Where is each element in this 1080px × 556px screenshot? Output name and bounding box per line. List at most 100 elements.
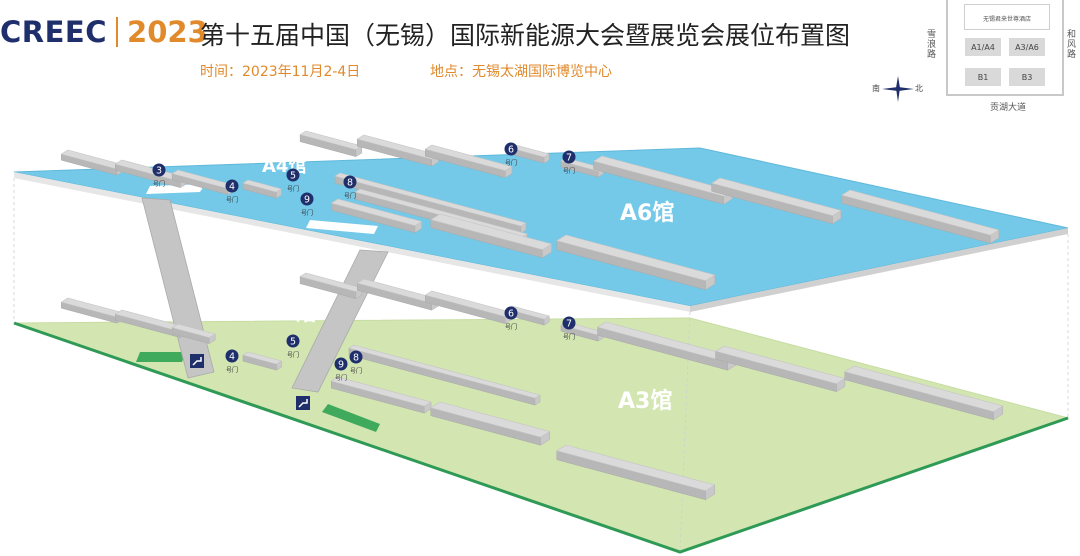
venue-line: 地点：无锡太湖国际博览中心 — [430, 64, 612, 80]
gate-badge-circle — [300, 192, 314, 206]
booth-top — [334, 172, 527, 227]
gate-number: 6 — [508, 145, 514, 156]
booth-top — [348, 344, 541, 399]
escalator-icon — [298, 399, 308, 408]
upper-floor-edge-front — [14, 172, 690, 312]
gate-7: 7 号门 — [562, 316, 576, 341]
booth-top — [556, 234, 716, 282]
gate-number: 9 — [304, 195, 310, 206]
gate-6: 6 号门 — [504, 306, 518, 331]
booth-lower — [299, 272, 363, 300]
booth-top — [592, 155, 733, 197]
gate-door-label: 号门 — [344, 192, 356, 200]
minimap-hall-a3a6: A3/A6 — [1009, 38, 1045, 56]
booth-lower-long — [348, 344, 541, 406]
booth-upper — [424, 144, 513, 179]
gate-number: 5 — [290, 171, 296, 182]
booth-upper — [242, 179, 283, 199]
booth-lower — [171, 323, 216, 345]
booth-lower — [114, 309, 188, 339]
gate-number: 5 — [290, 337, 296, 348]
gate-door-label: 号门 — [226, 366, 238, 374]
gate-number: 6 — [508, 309, 514, 320]
gate-door-label: 号门 — [563, 167, 575, 175]
booth-upper — [171, 169, 235, 196]
booth-top — [299, 130, 363, 150]
gate-8: 8 号门 — [349, 350, 363, 375]
booth-upper — [710, 177, 842, 225]
lower-booths — [60, 272, 1004, 501]
gate-door-label: 号门 — [287, 351, 299, 359]
booth-top — [714, 345, 846, 385]
gate-badge-circle — [343, 175, 357, 189]
minimap-road-right: 和风路 — [1067, 30, 1077, 60]
minimap-road-left: 雪浪路 — [927, 30, 937, 60]
gate-door-label: 号门 — [563, 333, 575, 341]
gate-door-label: 号门 — [505, 159, 517, 167]
gate-badge-circle — [225, 349, 239, 363]
minimap-hall-b3: B3 — [1009, 68, 1045, 86]
compass-icon — [882, 76, 914, 102]
booth-top — [844, 365, 1004, 413]
booth-lower — [330, 376, 432, 414]
gate-badge-circle — [562, 316, 576, 330]
gate-8: 8号门 — [343, 175, 357, 200]
booth-lower — [424, 290, 513, 325]
minimap-road-bottom: 贡湖大道 — [990, 103, 1027, 113]
gate-9: 9号门 — [300, 192, 314, 217]
date-line: 时间：2023年11月2-4日 — [200, 64, 361, 80]
upper-opening-right — [306, 220, 378, 234]
booth-lower — [714, 345, 846, 393]
booth-top — [430, 401, 551, 438]
booth-top — [330, 376, 432, 407]
gate-badge-circle — [504, 306, 518, 320]
minimap-hotel: 无锡君来世尊酒店 — [964, 4, 1050, 30]
logo-year: 2023 — [127, 15, 208, 49]
booth-top — [242, 179, 283, 193]
booth-top — [424, 290, 513, 317]
gate-door-label: 号门 — [350, 367, 362, 375]
booth-top — [424, 144, 513, 171]
gate-badge-circle — [504, 142, 518, 156]
gate-number: 8 — [353, 353, 359, 364]
booth-top — [299, 272, 363, 292]
booth-upper — [356, 134, 440, 167]
creec-logo: CREEC 2023 — [0, 12, 208, 52]
gate-number: 4 — [229, 352, 235, 363]
hall-label-lower-right: A3馆 — [618, 388, 672, 414]
gate-door-label: 号门 — [153, 180, 165, 188]
upper-floor-edge-right — [690, 228, 1068, 312]
booth-lower — [844, 365, 1004, 421]
gate-number: 9 — [338, 360, 344, 371]
gate-door-label: 号门 — [505, 323, 517, 331]
booth-upper — [430, 213, 553, 259]
logo-brand: CREEC — [0, 15, 108, 49]
upper-booths — [60, 130, 1000, 291]
gate-number: 7 — [566, 153, 572, 164]
booth-top — [556, 444, 716, 492]
upper-opening-left — [146, 184, 205, 194]
gate-7: 7 号门 — [562, 150, 576, 175]
gate-badge-circle — [225, 179, 239, 193]
escalator-icon — [192, 357, 202, 366]
booth-lower — [242, 351, 283, 371]
hall-label-upper-left: A4馆 — [262, 155, 306, 177]
gate-badge-circle — [349, 350, 363, 364]
gate-9: 9 号门 — [334, 357, 348, 382]
minimap-hall-a1a4: A1/A4 — [965, 38, 1001, 56]
hall-label-upper-right: A6馆 — [620, 200, 674, 226]
gate-badge-circle — [152, 163, 166, 177]
upper-floor — [13, 147, 1069, 312]
gate-number: 7 — [566, 319, 572, 330]
lower-green-strip-right — [322, 404, 380, 432]
gate-number: 3 — [156, 166, 162, 177]
minimap-frame: 无锡君来世尊酒店 A1/A4 A3/A6 B1 B3 — [946, 0, 1064, 96]
booth-top — [840, 189, 1000, 236]
gate-badge-circle — [334, 357, 348, 371]
gate-5: 5 号门 — [286, 334, 300, 359]
gate-door-label: 号门 — [335, 374, 347, 382]
booth-top — [356, 134, 440, 160]
booth-upper — [556, 234, 716, 291]
